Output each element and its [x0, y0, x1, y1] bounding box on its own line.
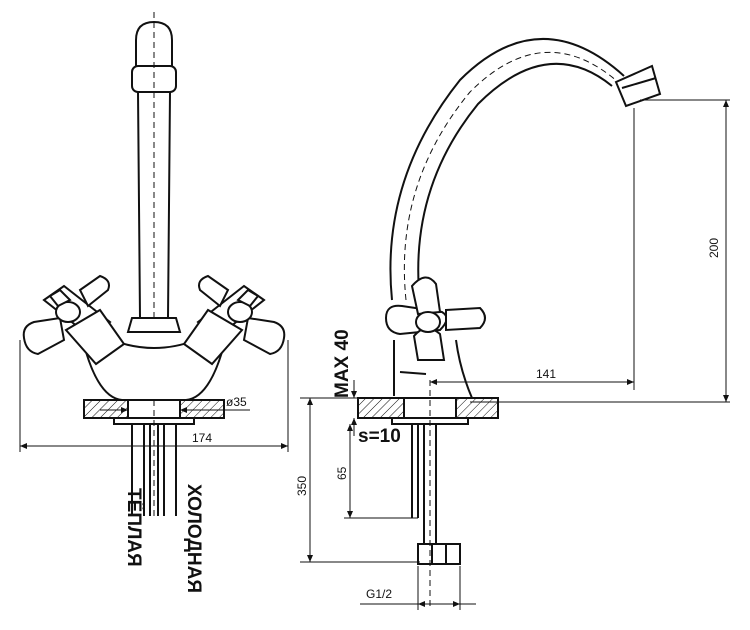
front-width-label: 174	[192, 431, 212, 445]
side-height-label: 200	[707, 238, 721, 258]
label-warm: ТЁПЛАЯ	[123, 488, 144, 567]
side-total-label: 350	[295, 476, 309, 496]
side-spout	[389, 38, 662, 303]
side-thread-label: G1/2	[366, 587, 392, 601]
side-hose-label: 65	[335, 466, 349, 480]
front-left-handle	[22, 274, 126, 366]
front-right-handle	[182, 274, 286, 366]
front-countertop	[83, 399, 225, 425]
side-dimensions	[300, 99, 730, 610]
label-countertop-thickness: s=10	[358, 426, 401, 447]
label-max-thickness: MAX 40	[332, 329, 353, 398]
label-cold: ХОЛОДНАЯ	[183, 484, 204, 593]
side-view: 200 141 MAX 40 s=10 350 65 G1/2	[295, 38, 730, 610]
front-spout	[126, 12, 182, 333]
front-diameter-label: ø35	[226, 395, 247, 409]
side-reach-label: 141	[536, 367, 556, 381]
side-body	[384, 276, 486, 399]
front-view: ø35 174 ТЁПЛАЯ ХОЛОДНАЯ	[19, 12, 289, 593]
front-hoses	[131, 400, 177, 520]
side-hose	[411, 380, 461, 610]
front-dimensions	[19, 340, 289, 452]
